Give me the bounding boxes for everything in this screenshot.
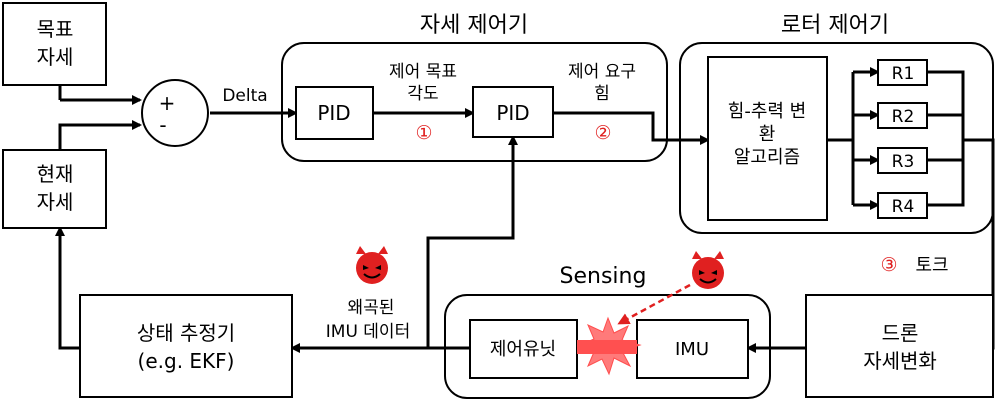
current-pose-line2: 자세 (37, 190, 74, 214)
state-estimator-block (79, 294, 293, 398)
force-thrust-line1: 힘-추력 변 (728, 101, 806, 122)
imu-block (636, 319, 749, 379)
pid-inner-label: PID (496, 101, 529, 125)
force-thrust-block (707, 56, 828, 221)
drone-pose-block (805, 294, 994, 398)
rotor-r4-block (877, 192, 928, 219)
pid-outer-label: PID (317, 101, 350, 125)
state-estimator-line2: (e.g. EKF) (138, 349, 235, 373)
required-force-line1: 제어 요구 (568, 62, 636, 82)
target-pose-line2: 자세 (37, 45, 74, 69)
marker-1: ① (415, 122, 432, 144)
drone-pose-line1: 드론 (882, 321, 919, 345)
explosion-icon (576, 316, 642, 376)
rotor-r1-label: R1 (892, 64, 915, 84)
control-unit-block (469, 319, 578, 379)
rotor-r2-block (877, 102, 928, 129)
pid-inner-block (472, 86, 554, 138)
target-pose-block (2, 2, 107, 86)
rotor-r1-block (877, 59, 928, 86)
devil-icon (356, 246, 388, 284)
torque-label: 토크 (915, 255, 948, 276)
marker-2: ② (594, 122, 611, 144)
attitude-controller-title: 자세 제어기 (420, 13, 528, 38)
wire-estimator-left (58, 295, 80, 350)
devil-icon (692, 251, 724, 289)
target-angle-line2: 각도 (407, 84, 438, 104)
imu-label: IMU (675, 339, 709, 360)
wire-pid-to-rotor (553, 111, 710, 145)
marker-3: ③ (880, 254, 897, 276)
rotor-controller-title: 로터 제어기 (781, 13, 889, 38)
force-thrust-line2: 환 (759, 124, 776, 145)
distorted-imu-line2: IMU 데이터 (326, 322, 410, 342)
state-estimator-line1: 상태 추정기 (137, 321, 235, 345)
delta-label: Delta (222, 86, 267, 106)
target-angle-line1: 제어 목표 (389, 62, 457, 82)
current-pose-line1: 현재 (37, 162, 74, 186)
summing-junction (141, 79, 209, 147)
rotor-r2-label: R2 (892, 107, 915, 127)
required-force-line2: 힘 (594, 84, 610, 104)
sensing-title: Sensing (560, 264, 647, 289)
sum-plus: + (159, 91, 176, 115)
rotor-r4-label: R4 (892, 197, 915, 217)
target-pose-line1: 목표 (37, 17, 74, 41)
drone-pose-line2: 자세변화 (863, 349, 937, 373)
current-pose-block (2, 149, 107, 229)
attack-arrow (617, 283, 691, 325)
wire-current-to-sum (58, 120, 142, 150)
sum-minus: - (159, 113, 166, 137)
rotor-r3-block (877, 147, 928, 174)
wire-feedback-to-pid (426, 135, 518, 348)
control-unit-label: 제어유닛 (490, 339, 556, 360)
distorted-imu-line1: 왜곡된 (348, 298, 395, 318)
rotor-r3-label: R3 (892, 152, 915, 172)
force-thrust-line3: 알고리즘 (734, 147, 800, 168)
pid-outer-block (295, 86, 374, 140)
